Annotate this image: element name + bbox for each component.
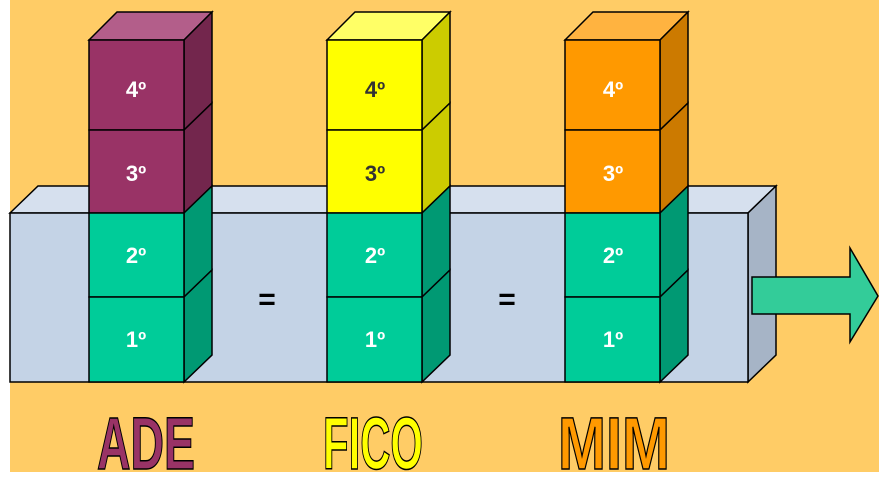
block-4-label: 4º: [365, 77, 385, 102]
block-3-front-face: [88, 129, 185, 214]
block-4-front-face: [326, 39, 423, 131]
block-4-label: 4º: [126, 77, 146, 102]
block-4-label: 4º: [603, 77, 623, 102]
stack-ade: 4º 3º 2º 1º: [87, 10, 214, 384]
block-3-front-face: [564, 129, 661, 214]
block-1-label: 1º: [603, 327, 623, 352]
equals-sign: =: [498, 283, 516, 316]
block-2-label: 2º: [603, 243, 623, 268]
block-1-label: 1º: [365, 327, 385, 352]
group-name-mim: MIM: [558, 402, 670, 477]
stack-mim: 4º 3º 2º 1º: [563, 10, 690, 384]
equals-sign: =: [258, 283, 276, 316]
stack-fico: 4º 3º 2º 1º: [325, 10, 452, 384]
arrow-right-icon: [751, 245, 879, 345]
block-1-front-face: [88, 296, 185, 383]
block-1-label: 1º: [126, 327, 146, 352]
block-3-front-face: [326, 129, 423, 214]
block-2-label: 2º: [365, 243, 385, 268]
left-margin-strip: [0, 0, 10, 477]
block-4-front-face: [88, 39, 185, 131]
block-3-label: 3º: [603, 161, 623, 186]
block-3-label: 3º: [126, 161, 146, 186]
block-3-label: 3º: [365, 161, 385, 186]
block-1-front-face: [564, 296, 661, 383]
bottom-margin-strip: [0, 472, 879, 477]
block-2-label: 2º: [126, 243, 146, 268]
group-name-ade: ADE: [97, 402, 195, 477]
group-name-fico: FICO: [323, 402, 423, 477]
block-4-front-face: [564, 39, 661, 131]
block-2-front-face: [564, 212, 661, 298]
block-2-front-face: [326, 212, 423, 298]
block-1-front-face: [326, 296, 423, 383]
